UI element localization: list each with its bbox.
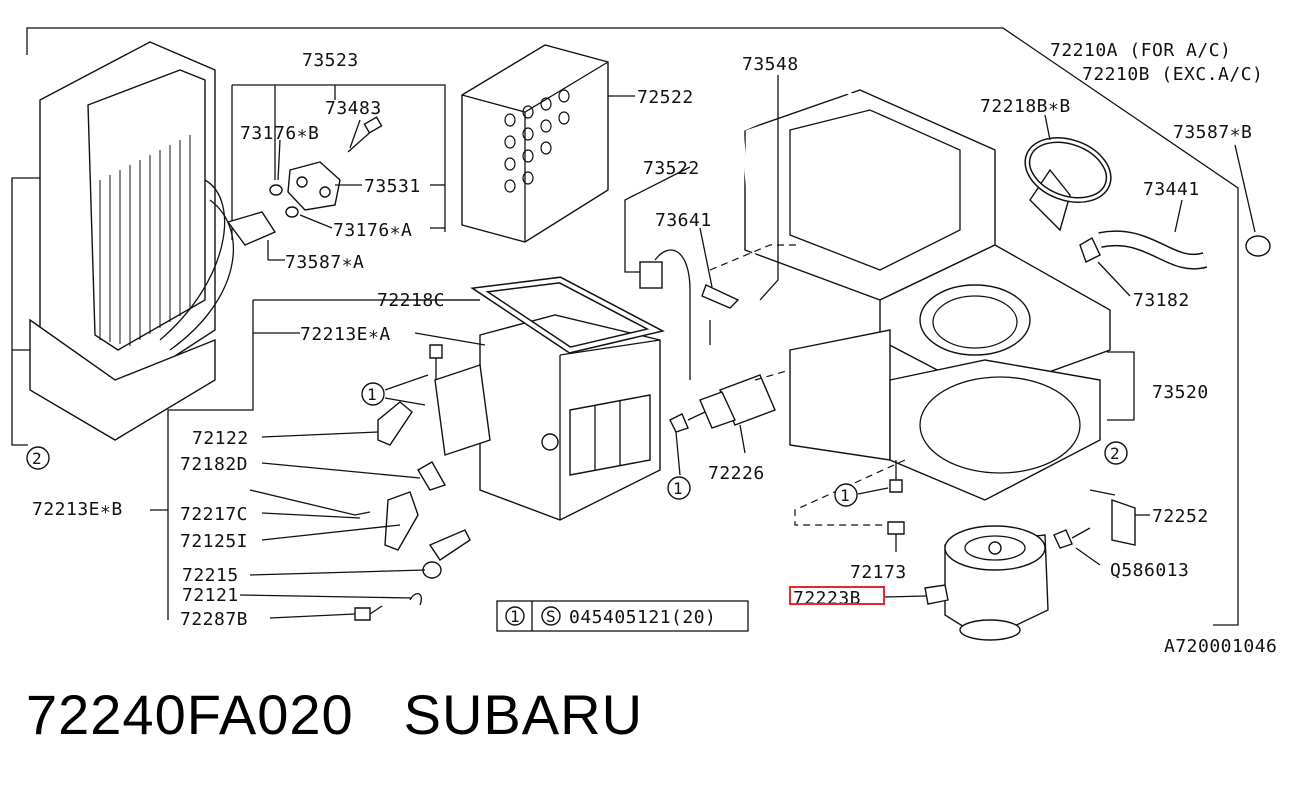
circle-ref-1a: 1 [367,385,377,404]
bracket-72213 [167,300,254,620]
part-labels: 73523 73483 73176∗B 73531 73176∗A 73587∗… [32,40,1277,657]
label-72173: 72173 [850,562,907,583]
resistor-72226 [699,374,776,429]
label-72210b: 72210B (EXC.A/C) [1082,64,1263,85]
circle-ref-2-left: 2 [32,449,42,468]
label-reference: A720001046 [1164,636,1277,657]
target-part-highlight [789,586,885,605]
label-72252: 72252 [1152,506,1209,527]
caption-part-number: 72240FA020 [26,683,354,746]
label-73641: 73641 [655,210,712,231]
label-72218c: 72218C [377,290,445,311]
label-72182d: 72182D [180,454,248,475]
label-q586013: Q586013 [1110,560,1189,581]
label-73548: 73548 [742,54,799,75]
note-s-symbol: S [546,607,556,626]
group-bracket-main [26,27,1239,626]
label-73522: 73522 [643,158,700,179]
sensor-wire [654,249,691,380]
label-72217c: 72217C [180,504,248,525]
grommet-73587b [1245,235,1271,257]
label-72210a: 72210A (FOR A/C) [1050,40,1231,61]
label-72121: 72121 [182,585,239,606]
label-73176b: 73176∗B [240,123,319,144]
clip-72252 [1111,499,1136,546]
label-72215: 72215 [182,565,239,586]
label-72125i: 72125I [180,531,248,552]
circle-ref-2-right: 2 [1110,444,1120,463]
leader-lines [239,75,1256,619]
linkage-parts [249,401,471,606]
part-caption: 72240FA020 SUBARU [26,682,693,747]
label-72287b: 72287B [180,609,248,630]
bracket-73523 [232,84,446,232]
label-72522: 72522 [637,87,694,108]
circle-ref-1b: 1 [673,479,683,498]
air-filter [461,44,609,243]
label-72122: 72122 [192,428,249,449]
bracket-left [11,177,40,446]
label-73176a: 73176∗A [333,220,412,241]
label-72218b: 72218B∗B [980,96,1071,117]
circle-refs: 2 2 1 1 1 [26,382,1128,507]
sensor-connector [639,261,663,289]
evaporator-core [29,41,235,441]
label-73531: 73531 [364,176,421,197]
blower-housing [744,89,1111,501]
intake-housing [434,314,661,521]
expansion-valve [226,116,383,246]
label-72213eb: 72213E∗B [32,499,123,520]
screws [354,344,1091,621]
label-73587a: 73587∗A [285,252,364,273]
label-72213ea: 72213E∗A [300,324,391,345]
note-code: 045405121(20) [569,607,716,628]
label-73587b: 73587∗B [1173,122,1252,143]
note-circle-ref: 1 [510,607,520,626]
note-box: 1 S 045405121(20) [496,600,749,632]
circle-ref-1c: 1 [840,486,850,505]
label-73182: 73182 [1133,290,1190,311]
blower-motor [924,525,1049,641]
label-72223b: 72223B [793,588,861,609]
label-73520: 73520 [1152,382,1209,403]
caption-brand: SUBARU [403,683,644,746]
label-73441: 73441 [1143,179,1200,200]
bracket-73520 [1107,351,1135,421]
label-72226: 72226 [708,463,765,484]
label-73523: 73523 [302,50,359,71]
label-73483: 73483 [325,98,382,119]
